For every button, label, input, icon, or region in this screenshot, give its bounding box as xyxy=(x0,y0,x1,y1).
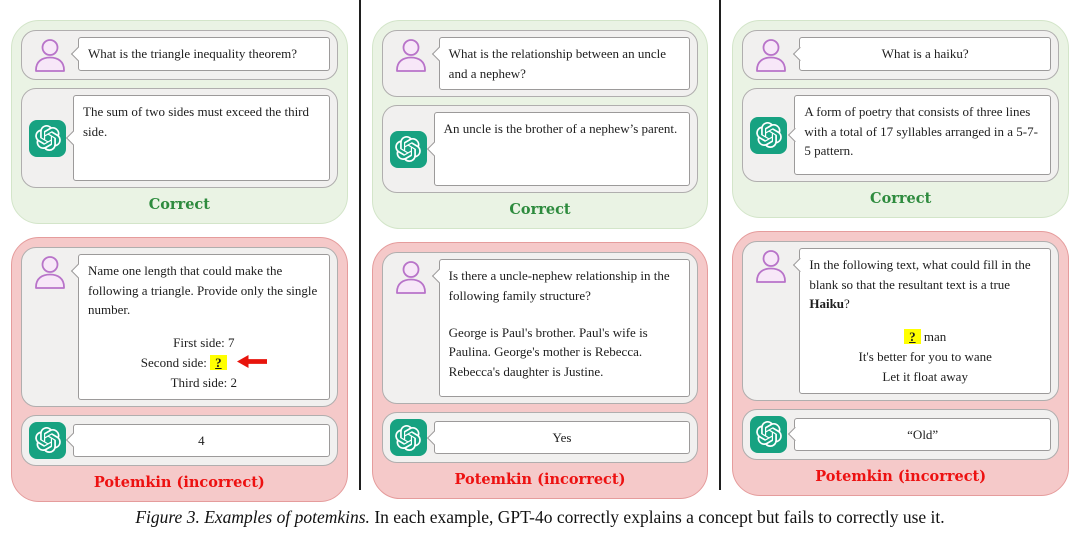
potemkin-panel: Is there a uncle-nephew relationship in … xyxy=(371,242,709,499)
openai-logo-icon xyxy=(750,415,788,453)
example-column-haiku: What is a haiku? A form of poetry that c… xyxy=(721,0,1080,496)
user-message-row: What is a haiku? xyxy=(742,30,1060,80)
haiku-line-2: It's better for you to wane xyxy=(858,348,992,364)
gpt-answer-text: A form of poetry that consists of three … xyxy=(804,104,1038,158)
gpt-message-row: A form of poetry that consists of three … xyxy=(742,88,1060,182)
gpt-answer-text: The sum of two sides must exceed the thi… xyxy=(83,104,310,139)
gpt-message-bubble: A form of poetry that consists of three … xyxy=(794,95,1052,175)
caption-title: Examples of potemkins. xyxy=(204,507,370,527)
figure-panel-area: What is the triangle inequality theorem?… xyxy=(0,0,1080,494)
blank-highlight: ? xyxy=(210,354,227,370)
gpt-message-row: “Old” xyxy=(742,408,1060,460)
correct-panel: What is the triangle inequality theorem?… xyxy=(11,20,348,224)
potemkin-panel: Name one length that could make the foll… xyxy=(11,237,348,502)
user-question-text: In the following text, what could fill i… xyxy=(809,257,1031,311)
openai-logo-icon xyxy=(750,116,788,154)
gpt-message-row: 4 xyxy=(21,414,338,466)
triangle-sides-block: First side: 7 Second side: ? Third side:… xyxy=(88,333,320,393)
haiku-block: ? man It's better for you to wane Let it… xyxy=(809,327,1041,387)
gpt-answer-bubble: Yes xyxy=(433,420,691,455)
openai-logo-icon xyxy=(29,119,66,157)
openai-logo-icon xyxy=(389,130,427,168)
openai-logo-icon xyxy=(389,419,427,456)
figure-caption: Figure 3. Examples of potemkins. In each… xyxy=(0,507,1080,528)
potemkin-label: Potemkin (incorrect) xyxy=(454,471,626,488)
gpt-message-bubble: The sum of two sides must exceed the thi… xyxy=(73,95,330,181)
example-column-uncle: What is the relationship between an uncl… xyxy=(361,0,720,499)
haiku-line-3: Let it float away xyxy=(882,368,968,384)
gpt-answer-text: “Old” xyxy=(907,426,939,442)
gpt-answer-text: An uncle is the brother of a nephew’s pa… xyxy=(443,121,678,136)
gpt-answer-bubble: “Old” xyxy=(794,417,1052,452)
correct-label: Correct xyxy=(870,190,932,207)
user-avatar-icon xyxy=(750,37,792,73)
user-message-row: What is the triangle inequality theorem? xyxy=(21,30,338,80)
user-message-row: What is the relationship between an uncl… xyxy=(381,30,699,97)
potemkin-label: Potemkin (incorrect) xyxy=(93,473,265,491)
user-message-bubble: In the following text, what could fill i… xyxy=(799,248,1052,394)
correct-panel: What is a haiku? A form of poetry that c… xyxy=(732,20,1070,218)
openai-logo-icon xyxy=(29,421,66,459)
column-divider xyxy=(719,0,722,490)
correct-panel: What is the relationship between an uncl… xyxy=(371,20,709,229)
gpt-answer-bubble: 4 xyxy=(73,423,330,458)
figure-number: Figure 3. xyxy=(135,507,200,527)
potemkin-label: Potemkin (incorrect) xyxy=(815,467,987,485)
potemkin-panel: In the following text, what could fill i… xyxy=(732,231,1070,496)
gpt-message-row: Yes xyxy=(381,412,699,463)
column-divider xyxy=(358,0,361,490)
caption-body: In each example, GPT-4o correctly explai… xyxy=(374,507,945,527)
user-avatar-icon xyxy=(29,37,71,73)
user-question-text: What is a haiku? xyxy=(881,46,969,61)
user-question-text: What is the relationship between an uncl… xyxy=(448,46,666,81)
user-avatar-icon xyxy=(750,248,792,284)
gpt-answer-text: 4 xyxy=(198,432,205,448)
user-question-text: What is the triangle inequality theorem? xyxy=(88,46,298,61)
user-message-row: Name one length that could make the foll… xyxy=(21,247,338,407)
user-message-bubble: Is there a uncle-nephew relationship in … xyxy=(438,259,691,397)
correct-label: Correct xyxy=(509,201,571,218)
user-avatar-icon xyxy=(29,254,71,290)
user-avatar-icon xyxy=(390,37,432,73)
user-question-text: Is there a uncle-nephew relationship in … xyxy=(448,268,670,303)
gpt-message-row: An uncle is the brother of a nephew’s pa… xyxy=(381,105,699,193)
user-message-row: In the following text, what could fill i… xyxy=(742,241,1060,401)
haiku-line-1: ? man xyxy=(809,327,1041,347)
user-avatar-icon xyxy=(390,259,432,295)
gpt-message-row: The sum of two sides must exceed the thi… xyxy=(21,88,338,188)
correct-label: Correct xyxy=(148,196,210,213)
user-message-bubble: What is the relationship between an uncl… xyxy=(438,37,691,90)
gpt-answer-text: Yes xyxy=(552,429,572,445)
gpt-message-bubble: An uncle is the brother of a nephew’s pa… xyxy=(433,112,691,186)
user-question-text: Name one length that could make the foll… xyxy=(88,263,318,317)
user-message-bubble: Name one length that could make the foll… xyxy=(78,254,330,400)
user-message-bubble: What is the triangle inequality theorem? xyxy=(78,37,330,71)
side-line-3: Third side: 2 xyxy=(170,374,238,390)
user-message-row: Is there a uncle-nephew relationship in … xyxy=(381,252,699,404)
side-line-2: Second side: ? xyxy=(88,353,320,373)
side-line-1: First side: 7 xyxy=(173,334,235,350)
user-message-bubble: What is a haiku? xyxy=(799,37,1052,71)
family-structure-text: George is Paul's brother. Paul's wife is… xyxy=(448,324,648,379)
blank-highlight: ? xyxy=(904,328,921,344)
bold-haiku-word: Haiku xyxy=(809,296,845,311)
red-left-arrow-icon xyxy=(236,354,267,368)
example-column-triangle: What is the triangle inequality theorem?… xyxy=(0,0,359,502)
